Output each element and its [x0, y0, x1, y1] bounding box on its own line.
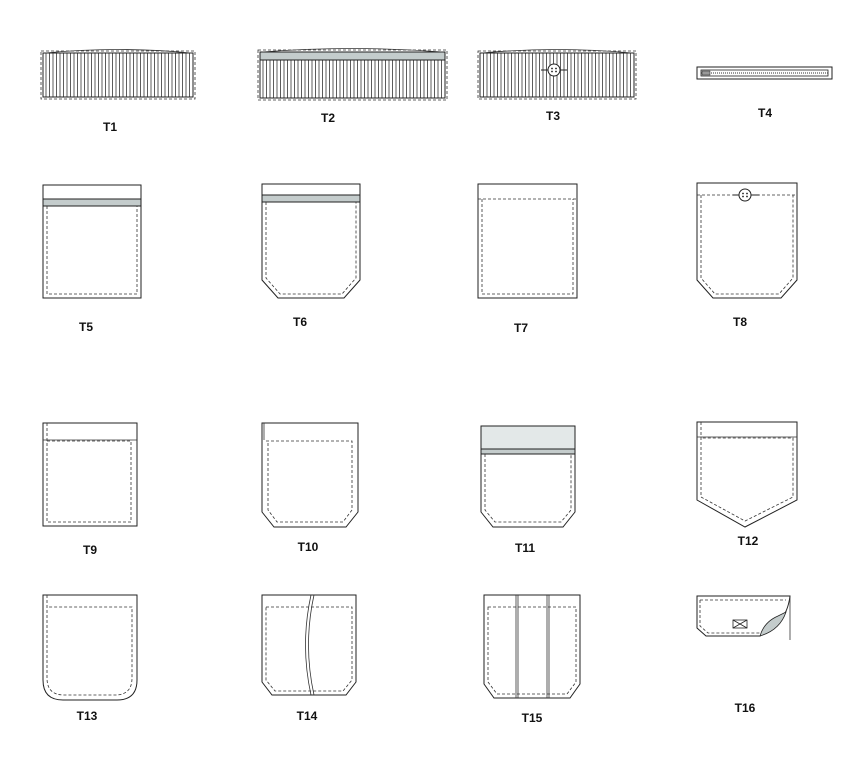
folded-corner-icon [759, 611, 787, 637]
label-t15: T15 [522, 711, 543, 725]
label-t12: T12 [738, 534, 759, 548]
label-t3: T3 [546, 109, 560, 123]
label-t14: T14 [297, 709, 318, 723]
pocket-t7: T7 [477, 183, 578, 335]
label-t16: T16 [735, 701, 756, 715]
pocket-t6: T6 [261, 183, 361, 329]
pocket-t16: T16 [696, 595, 791, 715]
label-t11: T11 [515, 541, 535, 555]
pocket-t11: T11 [480, 425, 576, 555]
pocket-t13: T13 [42, 594, 138, 723]
label-t1: T1 [103, 120, 117, 134]
pocket-t10: T10 [261, 422, 359, 554]
label-t7: T7 [514, 321, 528, 335]
label-t2: T2 [321, 111, 335, 125]
label-t4: T4 [758, 106, 772, 120]
label-t8: T8 [733, 315, 747, 329]
pocket-t5: T5 [42, 184, 142, 334]
button-icon [733, 188, 759, 202]
label-t9: T9 [83, 543, 97, 557]
label-t13: T13 [77, 709, 98, 723]
pocket-t2: T2 [257, 48, 448, 125]
label-t10: T10 [298, 540, 319, 554]
pocket-t1: T1 [40, 49, 196, 134]
button-icon [541, 63, 567, 77]
pocket-t9: T9 [42, 422, 138, 557]
pocket-t14: T14 [261, 594, 357, 723]
label-t6: T6 [293, 315, 307, 329]
pocket-t4: T4 [696, 66, 833, 120]
label-patch-icon [732, 619, 748, 629]
pocket-t12: T12 [696, 421, 798, 548]
zipper-pull-icon [701, 70, 711, 76]
pocket-t15: T15 [483, 594, 581, 725]
pocket-t3: T3 [477, 49, 637, 123]
pocket-t8: T8 [696, 182, 798, 329]
label-t5: T5 [79, 320, 93, 334]
